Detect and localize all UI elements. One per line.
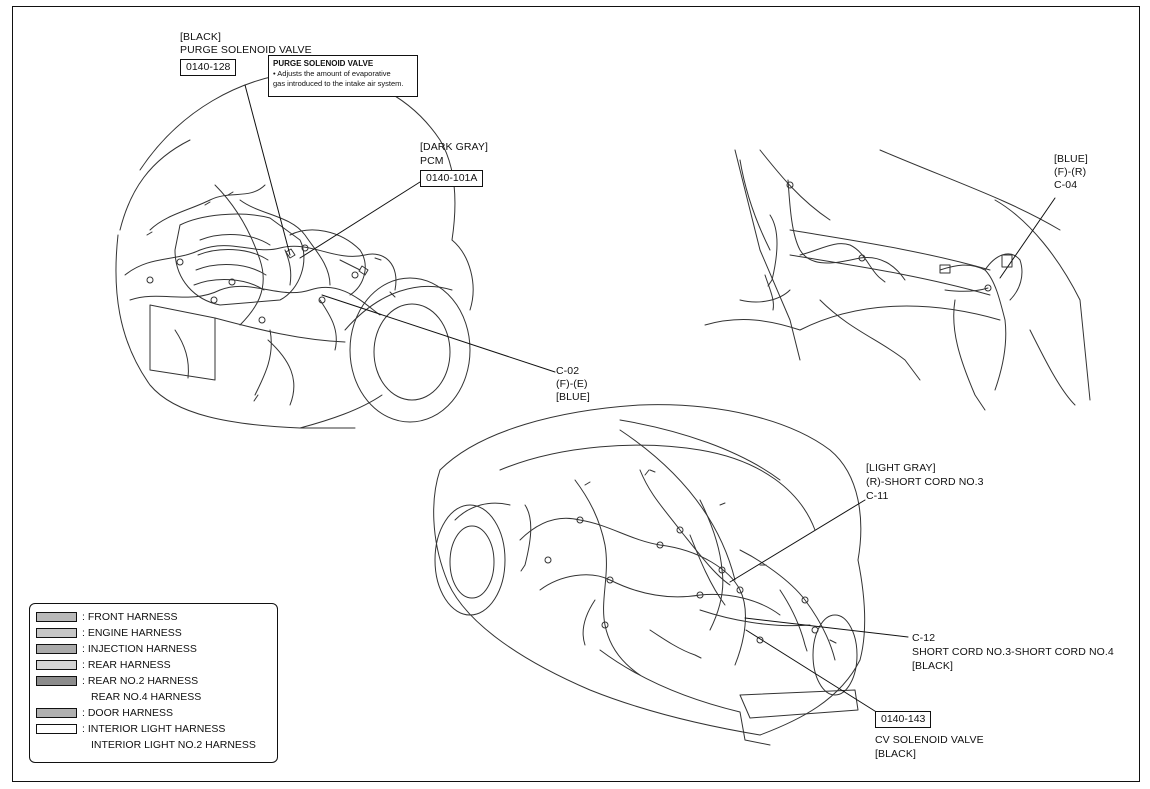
engine-bay-illustration [115,71,474,429]
c02-direction: (F)-(E) [556,378,588,390]
legend-label: : REAR HARNESS [82,659,171,671]
cv-valve-code: 0140-143 [875,711,932,728]
legend-swatch [36,724,77,734]
purge-valve-color: [BLACK] [180,31,221,43]
legend-label: : INTERIOR LIGHT HARNESS [82,723,226,735]
legend-swatch [36,676,77,686]
c12-color: [BLACK] [912,660,953,672]
c12-id: C-12 [912,632,936,644]
legend-swatch [36,644,77,654]
c11-color: [LIGHT GRAY] [866,462,936,474]
cv-valve-color: [BLACK] [875,748,916,760]
purge-valve-code: 0140-128 [180,59,237,76]
pcm-color: [DARK GRAY] [420,141,489,153]
pcm-code: 0140-101A [420,170,484,187]
legend-label: : DOOR HARNESS [82,707,174,719]
legend-label: REAR NO.4 HARNESS [91,691,202,703]
legend-swatch [36,612,77,622]
rear-interior-illustration [704,149,1091,411]
vehicle-rear-illustration [433,404,866,746]
c02-id: C-02 [556,365,580,377]
c11-name: (R)-SHORT CORD NO.3 [866,476,984,488]
purge-valve-callout: PURGE SOLENOID VALVE • Adjusts the amoun… [268,55,418,97]
callout-line-1: • Adjusts the amount of evaporative [273,69,391,78]
legend-label: : FRONT HARNESS [82,611,178,623]
c04-color: [BLUE] [1054,153,1088,165]
legend-label: : ENGINE HARNESS [82,627,182,639]
harness-legend: : FRONT HARNESS : ENGINE HARNESS : INJEC… [29,603,278,763]
c11-id: C-11 [866,490,889,502]
legend-swatch [36,708,77,718]
c12-name: SHORT CORD NO.3-SHORT CORD NO.4 [912,646,1114,658]
cv-valve-name: CV SOLENOID VALVE [875,734,984,746]
legend-swatch [36,628,77,638]
c04-id: C-04 [1054,179,1078,191]
pcm-name: PCM [420,155,444,167]
c02-color: [BLUE] [556,391,590,403]
legend-swatch [36,660,77,670]
callout-title: PURGE SOLENOID VALVE [273,59,374,68]
legend-label: : REAR NO.2 HARNESS [82,675,199,687]
c04-direction: (F)-(R) [1054,166,1087,178]
callout-line-2: gas introduced to the intake air system. [273,78,404,88]
legend-label: INTERIOR LIGHT NO.2 HARNESS [91,739,256,751]
diagram-frame [12,6,1140,782]
purge-valve-name: PURGE SOLENOID VALVE [180,44,312,56]
legend-label: : INJECTION HARNESS [82,643,197,655]
